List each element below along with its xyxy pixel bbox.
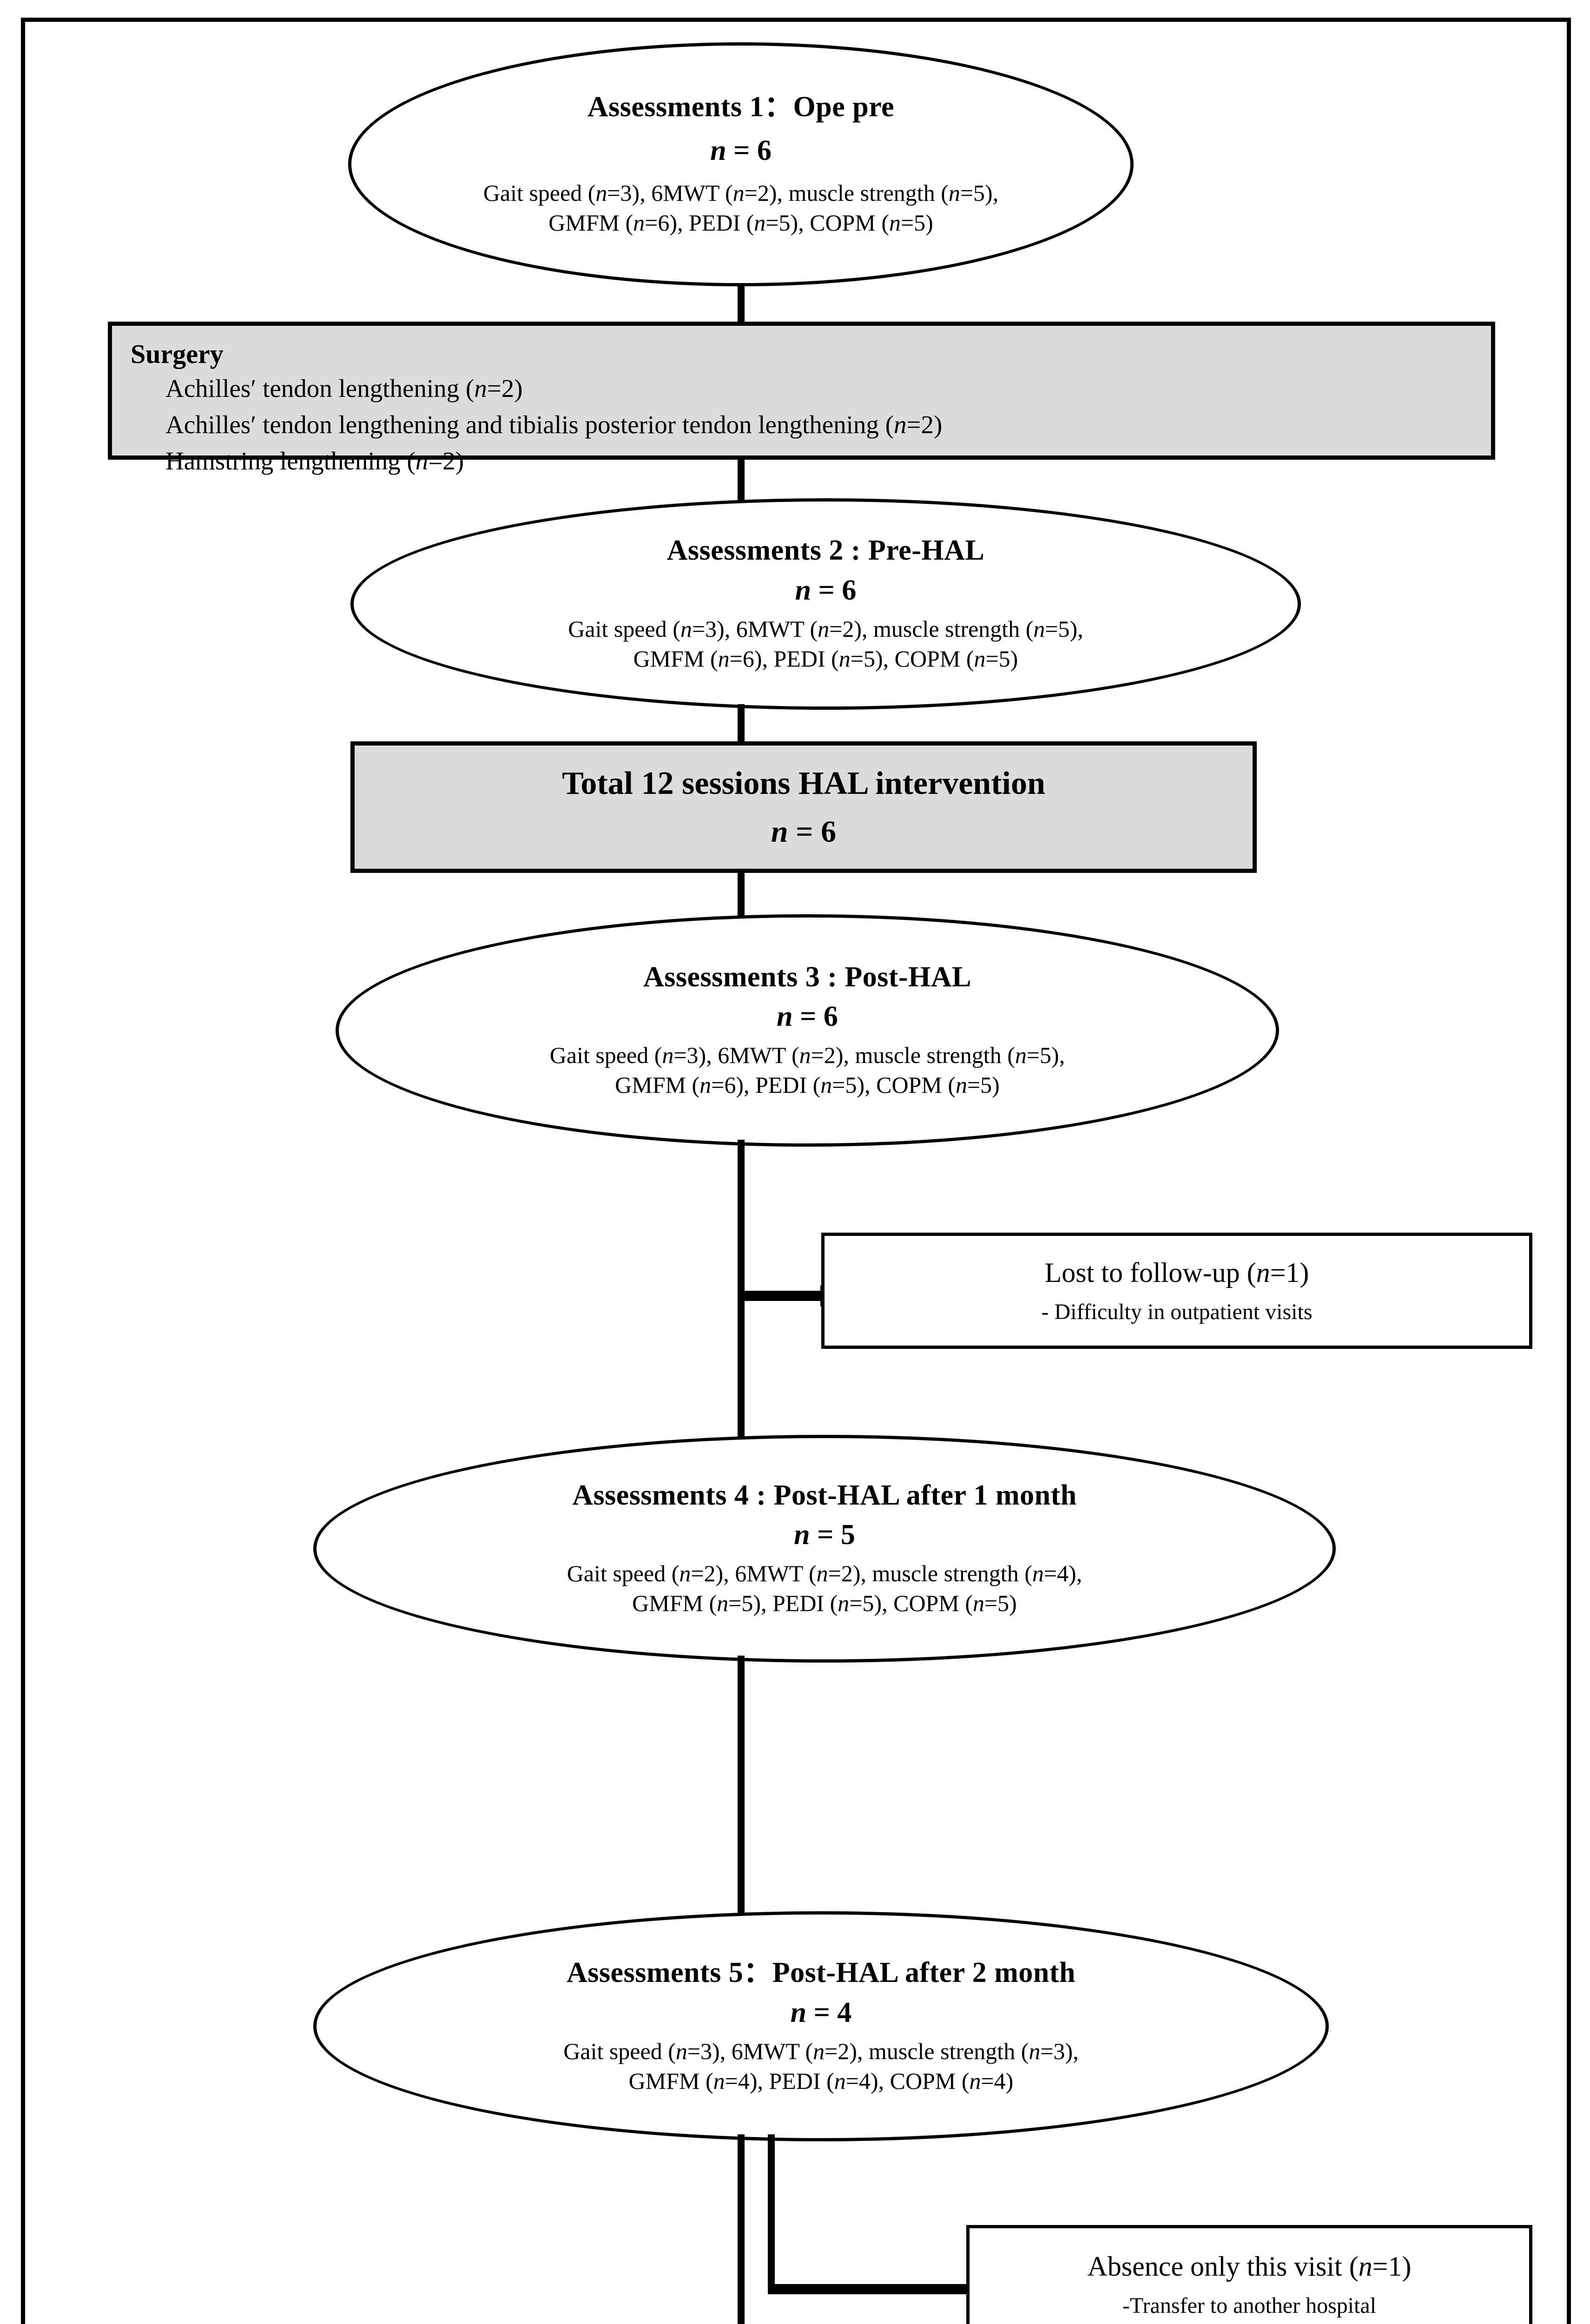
assessment-1-title: Assessments 1：Ope pre <box>587 91 895 123</box>
connector-assessment5-branch-stub <box>768 2134 775 2292</box>
assessment-5-title: Assessments 5：Post-HAL after 2 month <box>567 1957 1075 1989</box>
connector-assessment1-to-surgery <box>738 283 745 325</box>
figure-frame: Assessments 1：Ope pre n = 6 Gait speed (… <box>21 18 1571 2324</box>
assessment-4-title: Assessments 4 : Post-HAL after 1 month <box>572 1479 1077 1511</box>
assessment-5-detail-line-1: Gait speed (n=3), 6MWT (n=2), muscle str… <box>563 2038 1079 2064</box>
connector-assessment5-to-assessment6 <box>738 2134 745 2324</box>
connector-assessment2-to-intervention <box>738 704 745 746</box>
connector-surgery-to-assessment2 <box>738 456 745 503</box>
node-assessment-3: Assessments 3 : Post-HAL n = 6 Gait spee… <box>336 914 1279 1147</box>
assessment-3-title: Assessments 3 : Post-HAL <box>643 961 972 993</box>
assessment-2-title: Assessments 2 : Pre-HAL <box>666 535 985 567</box>
connector-assessment3-to-assessment4 <box>738 1140 745 1437</box>
node-assessment-4: Assessments 4 : Post-HAL after 1 month n… <box>313 1435 1336 1663</box>
assessment-2-detail-line-1: Gait speed (n=3), 6MWT (n=2), muscle str… <box>568 615 1083 642</box>
assessment-5-detail-line-2: GMFM (n=4), PEDI (n=4), COPM (n=4) <box>628 2067 1014 2094</box>
node-assessment-5: Assessments 5：Post-HAL after 2 month n =… <box>313 1911 1329 2141</box>
assessment-4-n: n = 5 <box>794 1519 855 1551</box>
assessment-4-detail-line-2: GMFM (n=5), PEDI (n=5), COPM (n=5) <box>632 1590 1017 1617</box>
surgery-item-3: Hamstring lengthening (n=2) <box>165 446 464 475</box>
assessment-5-n: n = 4 <box>790 1996 852 2028</box>
lost-followup-subtitle: - Difficulty in outpatient visits <box>1041 1300 1313 1325</box>
assessment-1-detail-line-1: Gait speed (n=3), 6MWT (n=2), muscle str… <box>483 179 999 206</box>
node-assessment-2: Assessments 2 : Pre-HAL n = 6 Gait speed… <box>350 498 1301 710</box>
assessment-2-detail-line-2: GMFM (n=6), PEDI (n=5), COPM (n=5) <box>633 645 1018 672</box>
assessment-1-detail-line-2: GMFM (n=6), PEDI (n=5), COPM (n=5) <box>548 209 933 236</box>
assessment-3-detail-line-2: GMFM (n=6), PEDI (n=5), COPM (n=5) <box>615 1072 1000 1098</box>
assessment-2-n: n = 6 <box>795 574 857 606</box>
arrow-shaft <box>768 2284 968 2294</box>
surgery-item-1: Achilles′ tendon lengthening (n=2) <box>165 374 523 403</box>
assessment-3-detail-line-1: Gait speed (n=3), 6MWT (n=2), muscle str… <box>549 1042 1065 1069</box>
assessment-1-n: n = 6 <box>710 134 772 166</box>
absence-title: Absence only this visit (n=1) <box>1087 2251 1412 2282</box>
assessment-4-detail-line-1: Gait speed (n=2), 6MWT (n=2), muscle str… <box>567 1560 1082 1587</box>
arrow-shaft <box>738 1291 821 1301</box>
hal-intervention-title: Total 12 sessions HAL intervention <box>562 765 1045 801</box>
node-lost-to-followup: Lost to follow-up (n=1) - Difficulty in … <box>821 1233 1532 1349</box>
surgery-title: Surgery <box>131 339 224 369</box>
absence-subtitle: -Transfer to another hospital <box>1122 2293 1377 2318</box>
node-assessment-1: Assessments 1：Ope pre n = 6 Gait speed (… <box>348 42 1134 286</box>
node-surgery: Surgery Achilles′ tendon lengthening (n=… <box>108 322 1495 475</box>
connector-assessment4-to-assessment5 <box>738 1656 745 1916</box>
connector-intervention-to-assessment3 <box>738 870 745 918</box>
node-absence-only-this-visit: Absence only this visit (n=1) -Transfer … <box>966 2225 1532 2324</box>
surgery-item-2: Achilles′ tendon lengthening and tibiali… <box>165 410 943 439</box>
hal-intervention-n: n = 6 <box>771 814 837 849</box>
connector-assessment5-to-absence <box>768 2278 993 2300</box>
lost-followup-title: Lost to follow-up (n=1) <box>1044 1257 1309 1288</box>
assessment-3-n: n = 6 <box>777 1001 838 1033</box>
node-hal-intervention: Total 12 sessions HAL intervention n = 6 <box>350 741 1257 873</box>
